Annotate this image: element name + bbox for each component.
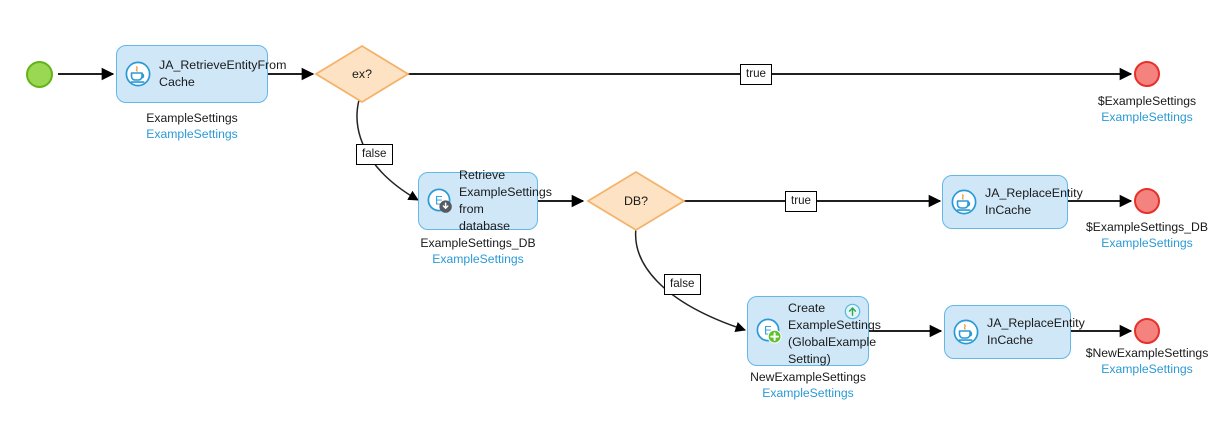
- gateway-ex[interactable]: ex?: [316, 46, 408, 102]
- svg-text:E: E: [435, 195, 443, 207]
- gateway-label: DB?: [623, 194, 649, 208]
- caption-name: $NewExampleSettings: [1085, 346, 1209, 360]
- end-event-example-settings-db[interactable]: [1134, 188, 1160, 214]
- edge-label-ex-true: true: [740, 64, 772, 85]
- caption-name: $ExampleSettings_DB: [1086, 220, 1208, 234]
- entity-retrieve-icon: E: [427, 188, 452, 213]
- java-action-icon: [951, 189, 977, 215]
- cond-text: true: [746, 67, 766, 80]
- caption-retrieve-from-database: ExampleSettings_DB ExampleSettings: [378, 235, 578, 267]
- edge-label-ex-false: false: [356, 144, 393, 165]
- edge-label-db-true: true: [785, 191, 817, 212]
- caption-type: ExampleSettings: [1101, 110, 1193, 124]
- end-event-example-settings[interactable]: [1134, 61, 1160, 87]
- gateway-label: ex?: [352, 67, 372, 81]
- caption-name: ExampleSettings: [146, 111, 238, 125]
- caption-create-example-settings: NewExampleSettings ExampleSettings: [708, 369, 908, 401]
- task-label: JA_ReplaceEntity InCache: [985, 186, 1083, 217]
- task-label: Create ExampleSettings (GlobalExample Se…: [788, 300, 881, 366]
- caption-retrieve-entity-from-cache: ExampleSettings ExampleSettings: [92, 110, 292, 142]
- task-retrieve-entity-from-cache[interactable]: JA_RetrieveEntityFrom Cache: [116, 45, 287, 103]
- task-label: JA_ReplaceEntity InCache: [987, 316, 1085, 347]
- entity-create-icon: E: [756, 318, 782, 344]
- java-action-icon: [953, 319, 979, 345]
- caption-name: NewExampleSettings: [750, 370, 866, 384]
- caption-type: ExampleSettings: [146, 127, 238, 141]
- task-retrieve-from-database[interactable]: E Retrieve ExampleSettings from database: [418, 168, 552, 233]
- task-label: JA_RetrieveEntityFrom Cache: [159, 58, 287, 89]
- caption-end-new-example-settings: $NewExampleSettings ExampleSettings: [1047, 345, 1226, 377]
- task-create-example-settings[interactable]: E Create ExampleSettings (GlobalExample …: [747, 296, 881, 366]
- caption-type: ExampleSettings: [762, 386, 854, 400]
- svg-text:E: E: [764, 325, 772, 337]
- task-label: Retrieve ExampleSettings from database: [459, 168, 552, 233]
- task-replace-entity-in-cache-db[interactable]: JA_ReplaceEntity InCache: [942, 175, 1083, 229]
- gateway-db[interactable]: DB?: [588, 172, 684, 230]
- caption-name: ExampleSettings_DB: [420, 236, 536, 250]
- caption-type: ExampleSettings: [1101, 362, 1193, 376]
- cond-text: true: [791, 194, 811, 207]
- scope-up-arrow-icon: [844, 303, 861, 320]
- cond-text: false: [670, 277, 695, 290]
- edge-label-db-false: false: [664, 274, 701, 295]
- end-event-new-example-settings[interactable]: [1134, 318, 1160, 344]
- caption-end-example-settings-db: $ExampleSettings_DB ExampleSettings: [1047, 219, 1226, 251]
- start-event[interactable]: [26, 61, 53, 88]
- caption-type: ExampleSettings: [1101, 236, 1193, 250]
- caption-end-example-settings: $ExampleSettings ExampleSettings: [1047, 93, 1226, 125]
- java-action-icon: [125, 61, 151, 87]
- cond-text: false: [362, 147, 387, 160]
- caption-name: $ExampleSettings: [1097, 94, 1197, 108]
- caption-type: ExampleSettings: [432, 252, 524, 266]
- task-replace-entity-in-cache-new[interactable]: JA_ReplaceEntity InCache: [944, 305, 1085, 359]
